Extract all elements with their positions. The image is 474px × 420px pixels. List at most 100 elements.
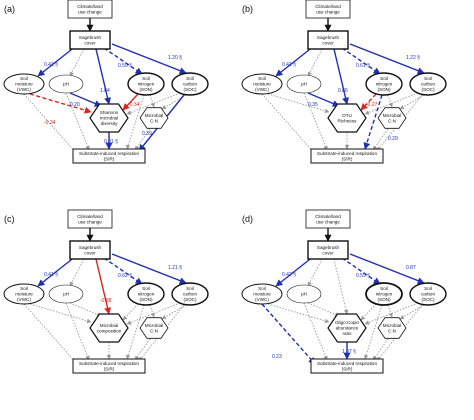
edge-ph-to-sir bbox=[303, 302, 328, 361]
coef-nitro-sir: 0.29 bbox=[388, 136, 398, 142]
edge-moisture-to-center bbox=[29, 93, 92, 114]
edge-nitrogen-to-microbial bbox=[149, 94, 155, 108]
node-microbial-cn bbox=[139, 107, 169, 129]
node-climate bbox=[305, 0, 351, 19]
coef-center-sir: 0.81 § bbox=[104, 139, 118, 145]
node-microbial-cn bbox=[139, 317, 169, 339]
coef-carbon-sir: 0.39 bbox=[142, 131, 152, 137]
edge-sagebrush-to-moisture bbox=[275, 45, 315, 77]
node-sagebrush bbox=[69, 240, 111, 260]
panel-label: (d) bbox=[242, 214, 253, 224]
edge-microbial-to-sir bbox=[372, 338, 389, 361]
edge-moisture-to-sir bbox=[261, 93, 316, 155]
node-ph bbox=[286, 284, 322, 304]
coef-sage-nitro: 0.62 § bbox=[118, 273, 132, 279]
edge-ph-to-sir bbox=[65, 302, 90, 361]
node-microbial-cn bbox=[377, 317, 407, 339]
panel-label: (b) bbox=[242, 4, 253, 14]
edge-sagebrush-to-carbon bbox=[111, 253, 187, 284]
edge-moisture-to-center bbox=[267, 303, 330, 324]
node-ph-label: pH bbox=[63, 82, 69, 87]
node-soil-nitrogen bbox=[127, 72, 165, 96]
node-soil-carbon bbox=[409, 282, 447, 306]
edge-sagebrush-to-moisture bbox=[37, 255, 77, 287]
node-sir bbox=[72, 358, 146, 374]
edge-sagebrush-to-moisture bbox=[275, 255, 315, 287]
edge-nitrogen-to-center bbox=[122, 93, 139, 111]
coef-nitro-center: -0.34 bbox=[128, 102, 140, 108]
edge-ph-to-center bbox=[69, 92, 102, 107]
edge-sagebrush-to-carbon bbox=[111, 43, 187, 74]
node-ph bbox=[48, 74, 84, 94]
edge-sagebrush-to-nitrogen bbox=[341, 257, 381, 285]
edge-nitrogen-to-center bbox=[122, 303, 139, 321]
edge-microbial-to-sir bbox=[134, 338, 151, 361]
edge-sagebrush-to-carbon bbox=[349, 253, 425, 284]
edge-nitrogen-to-sir bbox=[126, 304, 145, 360]
node-sagebrush bbox=[307, 240, 349, 260]
coef-moist-sir: 0.23 bbox=[272, 354, 282, 360]
edge-nitrogen-to-microbial bbox=[387, 94, 393, 108]
edge-nitrogen-to-sir bbox=[364, 304, 383, 360]
coef-moist-center: -0.34 bbox=[44, 120, 56, 126]
coef-nitro-center: -0.27 bbox=[366, 102, 378, 108]
edge-nitrogen-to-center bbox=[360, 93, 377, 111]
edge-microbial-to-sir bbox=[134, 128, 151, 151]
edge-microbial-to-sir bbox=[372, 128, 389, 151]
coef-sage-moist: 0.41 § bbox=[44, 62, 58, 68]
node-climate bbox=[67, 209, 113, 229]
coef-sage-center: 0.86 bbox=[338, 88, 348, 94]
node-climate bbox=[305, 209, 351, 229]
node-center bbox=[327, 103, 367, 133]
node-ph-label: pH bbox=[63, 292, 69, 297]
edge-sagebrush-to-ph bbox=[69, 258, 85, 287]
node-sir bbox=[72, 148, 146, 164]
node-ph bbox=[48, 284, 84, 304]
panel-label: (c) bbox=[4, 214, 15, 224]
node-microbial-cn bbox=[377, 107, 407, 129]
edge-nitrogen-to-center bbox=[360, 303, 377, 321]
node-soil-nitrogen bbox=[127, 282, 165, 306]
edge-moisture-to-center bbox=[267, 93, 330, 114]
edge-sagebrush-to-center bbox=[333, 258, 349, 315]
coef-sage-moist: 0.41 § bbox=[44, 272, 58, 278]
coef-sage-carbon: 1.21 § bbox=[168, 265, 182, 271]
edge-sagebrush-to-ph bbox=[307, 48, 323, 77]
edge-ph-to-sir bbox=[65, 92, 90, 151]
node-soil-nitrogen bbox=[365, 282, 403, 306]
node-sir-label: Substrate-induced respiration(SIR) bbox=[79, 151, 139, 161]
coef-sage-center: 1.04 bbox=[100, 88, 110, 94]
node-sir-label: Substrate-induced respiration(SIR) bbox=[79, 361, 139, 371]
edge-sagebrush-to-center bbox=[95, 258, 111, 315]
edge-carbon-to-center bbox=[364, 302, 419, 325]
node-soil-moisture bbox=[3, 73, 45, 95]
edge-nitrogen-to-microbial bbox=[149, 304, 155, 318]
node-sir bbox=[310, 358, 384, 374]
coef-center-sir: 1.07 § bbox=[342, 349, 356, 355]
edge-moisture-to-sir bbox=[23, 303, 78, 365]
node-soil-moisture bbox=[241, 73, 283, 95]
edge-nitrogen-to-sir bbox=[126, 94, 145, 150]
node-soil-carbon bbox=[171, 72, 209, 96]
edge-sagebrush-to-ph bbox=[307, 258, 323, 287]
